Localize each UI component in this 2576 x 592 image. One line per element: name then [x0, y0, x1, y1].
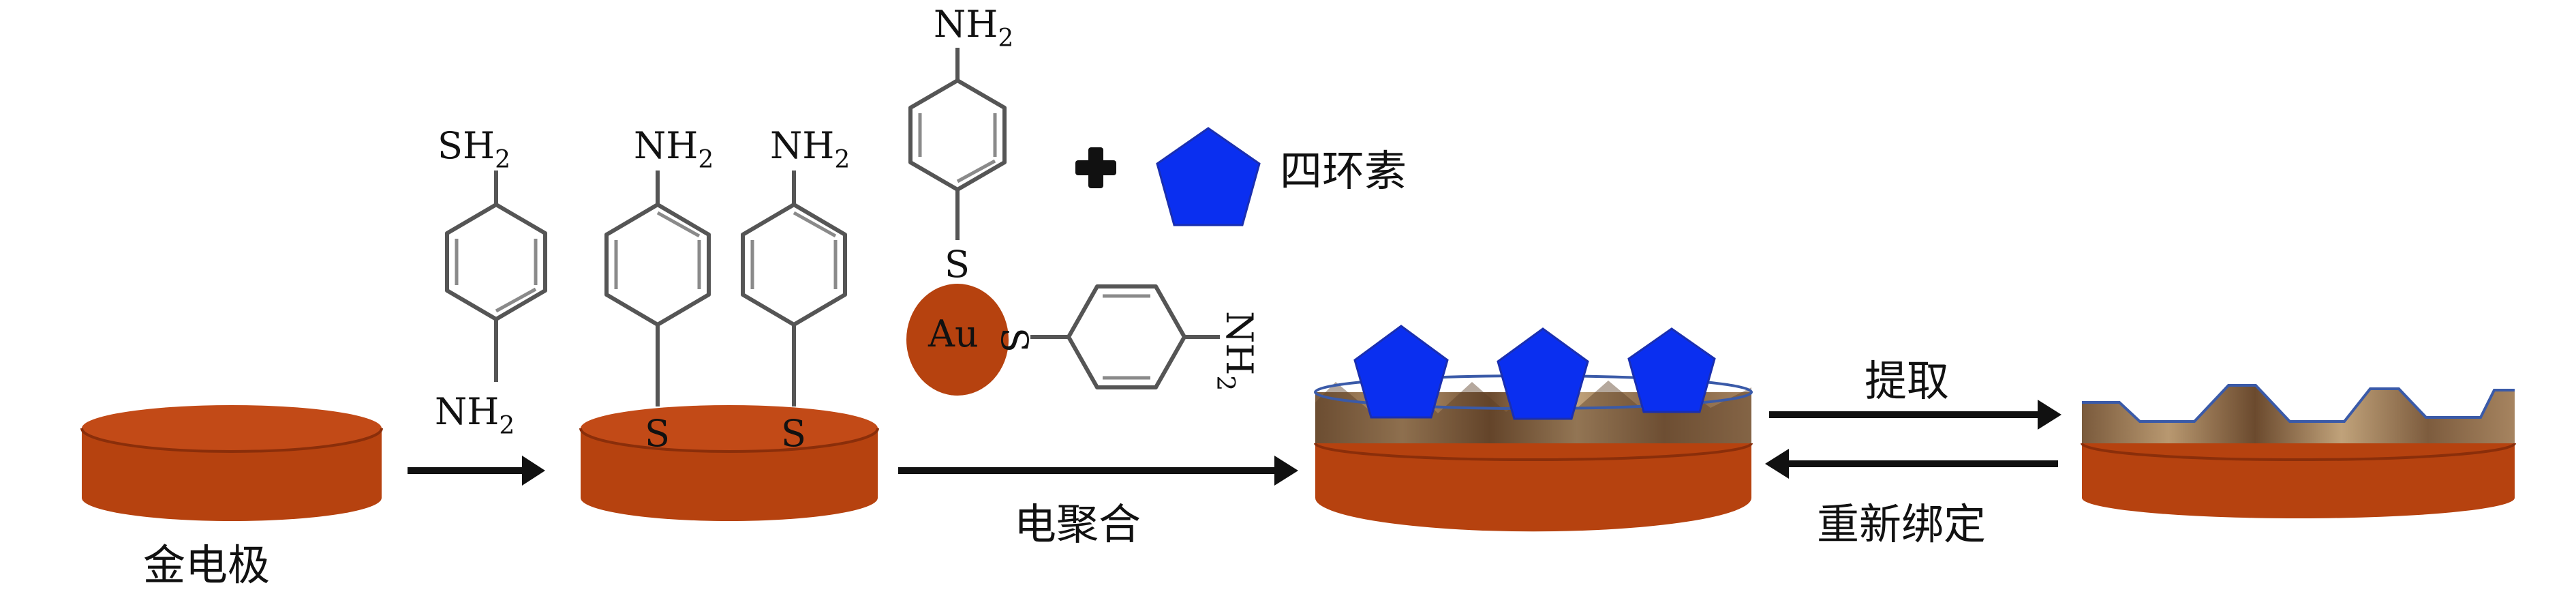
molecule-bottom-label: NH2 [435, 390, 515, 440]
gold-electrode-2 [579, 405, 879, 521]
au-molecule-top-label: NH2 [934, 3, 1013, 53]
arrow-extract [1769, 400, 2061, 430]
electrode-top [581, 405, 878, 452]
arrow-rebind [1765, 449, 2058, 479]
au-label: Au [927, 312, 979, 355]
au-sulfur-side-label: S [993, 327, 1036, 353]
gold-electrode-label: 金电极 [143, 540, 270, 590]
sam-molecule-b: NH2 S [741, 124, 850, 455]
molecule-a-top-label: NH2 [634, 124, 714, 174]
au-nanoparticle-composite: NH2 S Au S NH2 [906, 3, 1261, 396]
molecule-b-top-label: NH2 [770, 124, 850, 174]
extract-label: 提取 [1865, 356, 1949, 406]
au-sulfur-top-label: S [945, 243, 970, 286]
polymer-with-cavities [2082, 385, 2515, 443]
bound-tetracycline-pentagon-icon [1353, 325, 1449, 419]
arrow-electropolymerize [898, 456, 1298, 486]
electrode-side [2082, 443, 2515, 519]
tetracycline-label: 四环素 [1280, 146, 1407, 196]
au-molecule-side-label: NH2 [1211, 311, 1261, 391]
sulfur-b-label: S [781, 412, 806, 455]
gold-electrode-1 [80, 405, 383, 521]
electrode-top [82, 405, 382, 452]
arrow-1 [408, 456, 545, 486]
bound-tetracycline-pentagon-icon [1627, 327, 1716, 413]
bound-tetracycline-pentagon-icon [1497, 327, 1589, 420]
cavity-rim [2082, 384, 2515, 423]
electrode-side [1315, 443, 1751, 532]
plus-icon [1075, 147, 1116, 188]
rebind-label: 重新绑定 [1817, 499, 1986, 549]
au-nanoparticle [906, 284, 1009, 396]
electropolymerize-label: 电聚合 [1014, 499, 1141, 549]
sam-molecule-a: NH2 S [604, 124, 714, 455]
mip-electrode-empty [2081, 384, 2516, 519]
aminothiophenol-molecule: SH2 NH2 [435, 124, 547, 440]
molecule-top-label: SH2 [438, 124, 510, 174]
tetracycline-pentagon-icon [1156, 127, 1261, 226]
electrode-side [581, 428, 878, 521]
electrode-side [82, 428, 382, 521]
sulfur-a-label: S [645, 412, 670, 455]
